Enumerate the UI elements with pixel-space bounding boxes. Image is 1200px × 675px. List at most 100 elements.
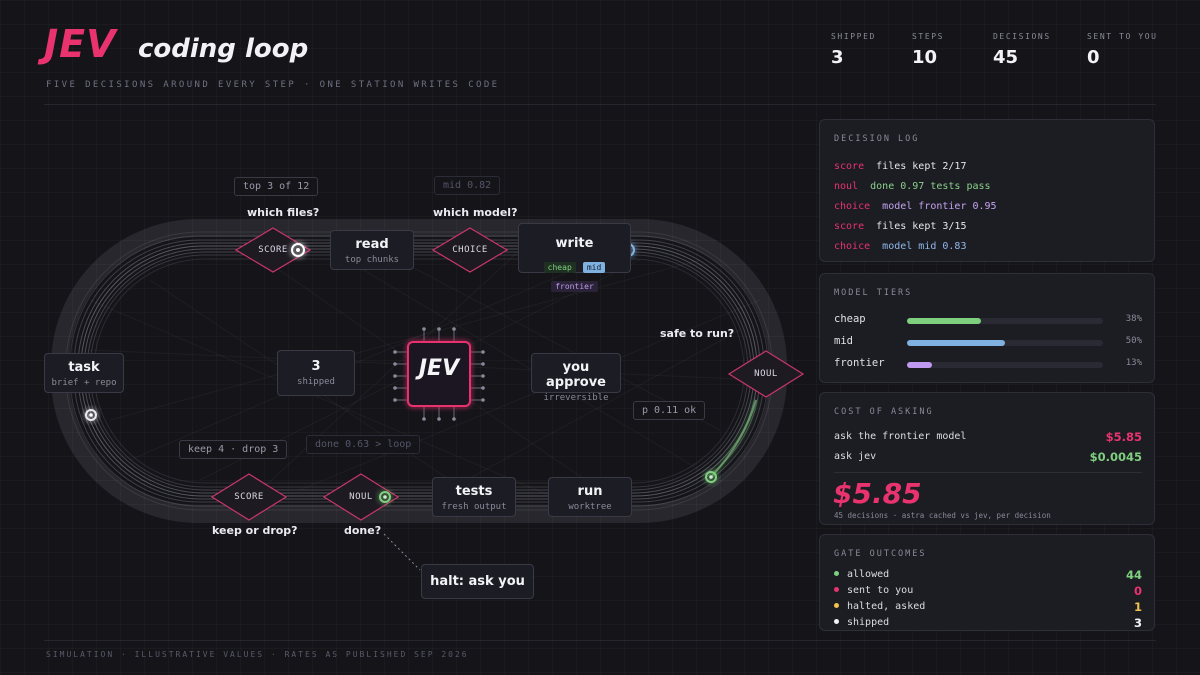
stat-value: 3: [831, 47, 844, 68]
question-which-model: which model?: [433, 206, 518, 219]
token-green-right: [705, 471, 717, 483]
gate-row-sent-to-you: sent to you 0: [834, 584, 1142, 598]
node-run[interactable]: run worktree: [548, 477, 632, 517]
stat-label: STEPS: [912, 32, 945, 41]
gate-label: allowed: [847, 569, 890, 580]
stat-value: 45: [993, 47, 1019, 68]
node-you-approve[interactable]: you approve irreversible: [531, 353, 621, 403]
node-subtitle: worktree: [568, 502, 612, 512]
stat-steps: STEPS 10: [912, 32, 944, 68]
diamond-choice: [431, 227, 509, 273]
question-done: done?: [344, 524, 382, 537]
node-write[interactable]: write cheap mid frontier: [518, 223, 631, 292]
node-title: write: [555, 236, 594, 251]
panel-model-tiers: MODEL TIERS cheap 38% mid 50% frontier 1…: [819, 273, 1155, 383]
panel-title: COST OF ASKING: [834, 407, 934, 417]
cost-row-jev: ask jev $0.0045: [834, 450, 1142, 464]
tier-row-frontier: frontier 13%: [834, 357, 1142, 373]
gate-value: 0: [1133, 584, 1142, 598]
gate-row-shipped: shipped 3: [834, 616, 1142, 630]
page-title: coding loop: [138, 34, 309, 64]
node-title: read: [355, 237, 389, 252]
cost-big-value: $5.85: [833, 477, 922, 510]
node-subtitle: top chunks: [344, 255, 400, 265]
tier-name: mid: [834, 335, 853, 347]
cost-value: $5.85: [1105, 430, 1142, 444]
halt-connector: [383, 533, 421, 571]
stat-label: DECISIONS: [993, 32, 1051, 41]
tier-name: cheap: [834, 313, 866, 325]
tier-chips: cheap mid frontier: [519, 255, 630, 293]
node-task[interactable]: task brief + repo: [44, 353, 124, 393]
node-tests[interactable]: tests fresh output: [432, 477, 516, 517]
diamond-label-noul-right: NOUL: [754, 369, 778, 379]
core-chip-pin-tips: [393, 327, 485, 421]
question-which-files: which files?: [247, 206, 320, 219]
gate-label: sent to you: [847, 585, 914, 596]
gate-row-halted: halted, asked 1: [834, 600, 1142, 614]
tier-track: [907, 362, 1103, 368]
gate-value: 3: [1133, 616, 1142, 630]
cost-label: ask jev: [834, 451, 877, 462]
brand-logo: JEV: [44, 22, 117, 66]
stat-value: 0: [1087, 47, 1100, 68]
log-row: score files kept 3/15: [834, 221, 966, 232]
tier-pct: 13%: [1125, 358, 1142, 368]
stat-shipped: SHIPPED 3: [831, 32, 876, 68]
tier-chip-mid: mid: [582, 262, 606, 273]
panel-title: MODEL TIERS: [834, 288, 913, 298]
cost-note: 45 decisions · astra cached vs jev, per …: [834, 511, 1051, 520]
node-shipped[interactable]: 3 shipped: [277, 350, 355, 396]
panel-title: GATE OUTCOMES: [834, 549, 927, 559]
gate-label: halted, asked: [847, 601, 926, 612]
log-text: files kept 3/15: [876, 221, 967, 232]
cost-divider: [834, 472, 1142, 473]
annotation-mid-model: mid 0.82: [434, 176, 501, 195]
log-text: files kept 2/17: [876, 161, 967, 172]
tier-row-mid: mid 50%: [834, 335, 1142, 351]
core-chip: [407, 341, 471, 407]
panel-title: DECISION LOG: [834, 134, 920, 144]
node-subtitle: irreversible: [543, 393, 609, 403]
cost-row-frontier: ask the frontier model $5.85: [834, 430, 1142, 444]
tier-track: [907, 340, 1103, 346]
node-halt[interactable]: halt: ask you: [421, 564, 534, 599]
tier-name: frontier: [834, 357, 885, 369]
panel-decision-log: DECISION LOG score files kept 2/17 noul …: [819, 119, 1155, 262]
tier-row-cheap: cheap 38%: [834, 313, 1142, 329]
flow-segment-run: [711, 399, 757, 477]
log-kind: choice: [834, 201, 871, 212]
diamond-label-score-bottom: SCORE: [234, 492, 264, 502]
panel-cost-of-asking: COST OF ASKING ask the frontier model $5…: [819, 392, 1155, 525]
log-row: score files kept 2/17: [834, 161, 966, 172]
node-subtitle: brief + repo: [51, 378, 117, 388]
cost-value: $0.0045: [1089, 450, 1142, 464]
core-chip-pins: [396, 330, 482, 418]
diamond-noul-bottom: [322, 473, 400, 521]
log-text: model mid 0.83: [882, 241, 967, 252]
token-white-left: [85, 409, 97, 421]
node-title: halt: ask you: [430, 574, 525, 589]
log-kind: choice: [834, 241, 871, 252]
annotation-done-loop: done 0.63 > loop: [306, 435, 421, 454]
status-dot-icon: [834, 602, 839, 608]
tier-fill: [907, 362, 933, 368]
annotation-keep-drop: keep 4 · drop 3: [179, 440, 288, 459]
tier-chip-cheap: cheap: [543, 262, 576, 273]
node-read[interactable]: read top chunks: [330, 230, 414, 270]
core-chip-label: JEV: [418, 356, 460, 381]
diamond-label-choice: CHOICE: [452, 245, 488, 255]
gate-value: 1: [1133, 600, 1142, 614]
log-text: done 0.97 tests pass: [870, 181, 991, 192]
node-title: run: [577, 484, 603, 499]
tier-chip-frontier: frontier: [551, 281, 598, 292]
annotation-top-files: top 3 of 12: [234, 177, 319, 196]
log-kind: score: [834, 221, 865, 232]
diamond-score-bottom: [210, 473, 288, 521]
panel-gate-outcomes: GATE OUTCOMES allowed 44 sent to you 0 h…: [819, 534, 1155, 631]
footer-note: SIMULATION · ILLUSTRATIVE VALUES · RATES…: [46, 650, 469, 659]
footer-divider: [44, 640, 1156, 641]
tier-pct: 38%: [1125, 314, 1142, 324]
status-dot-icon: [834, 618, 839, 624]
gate-row-allowed: allowed 44: [834, 568, 1142, 582]
